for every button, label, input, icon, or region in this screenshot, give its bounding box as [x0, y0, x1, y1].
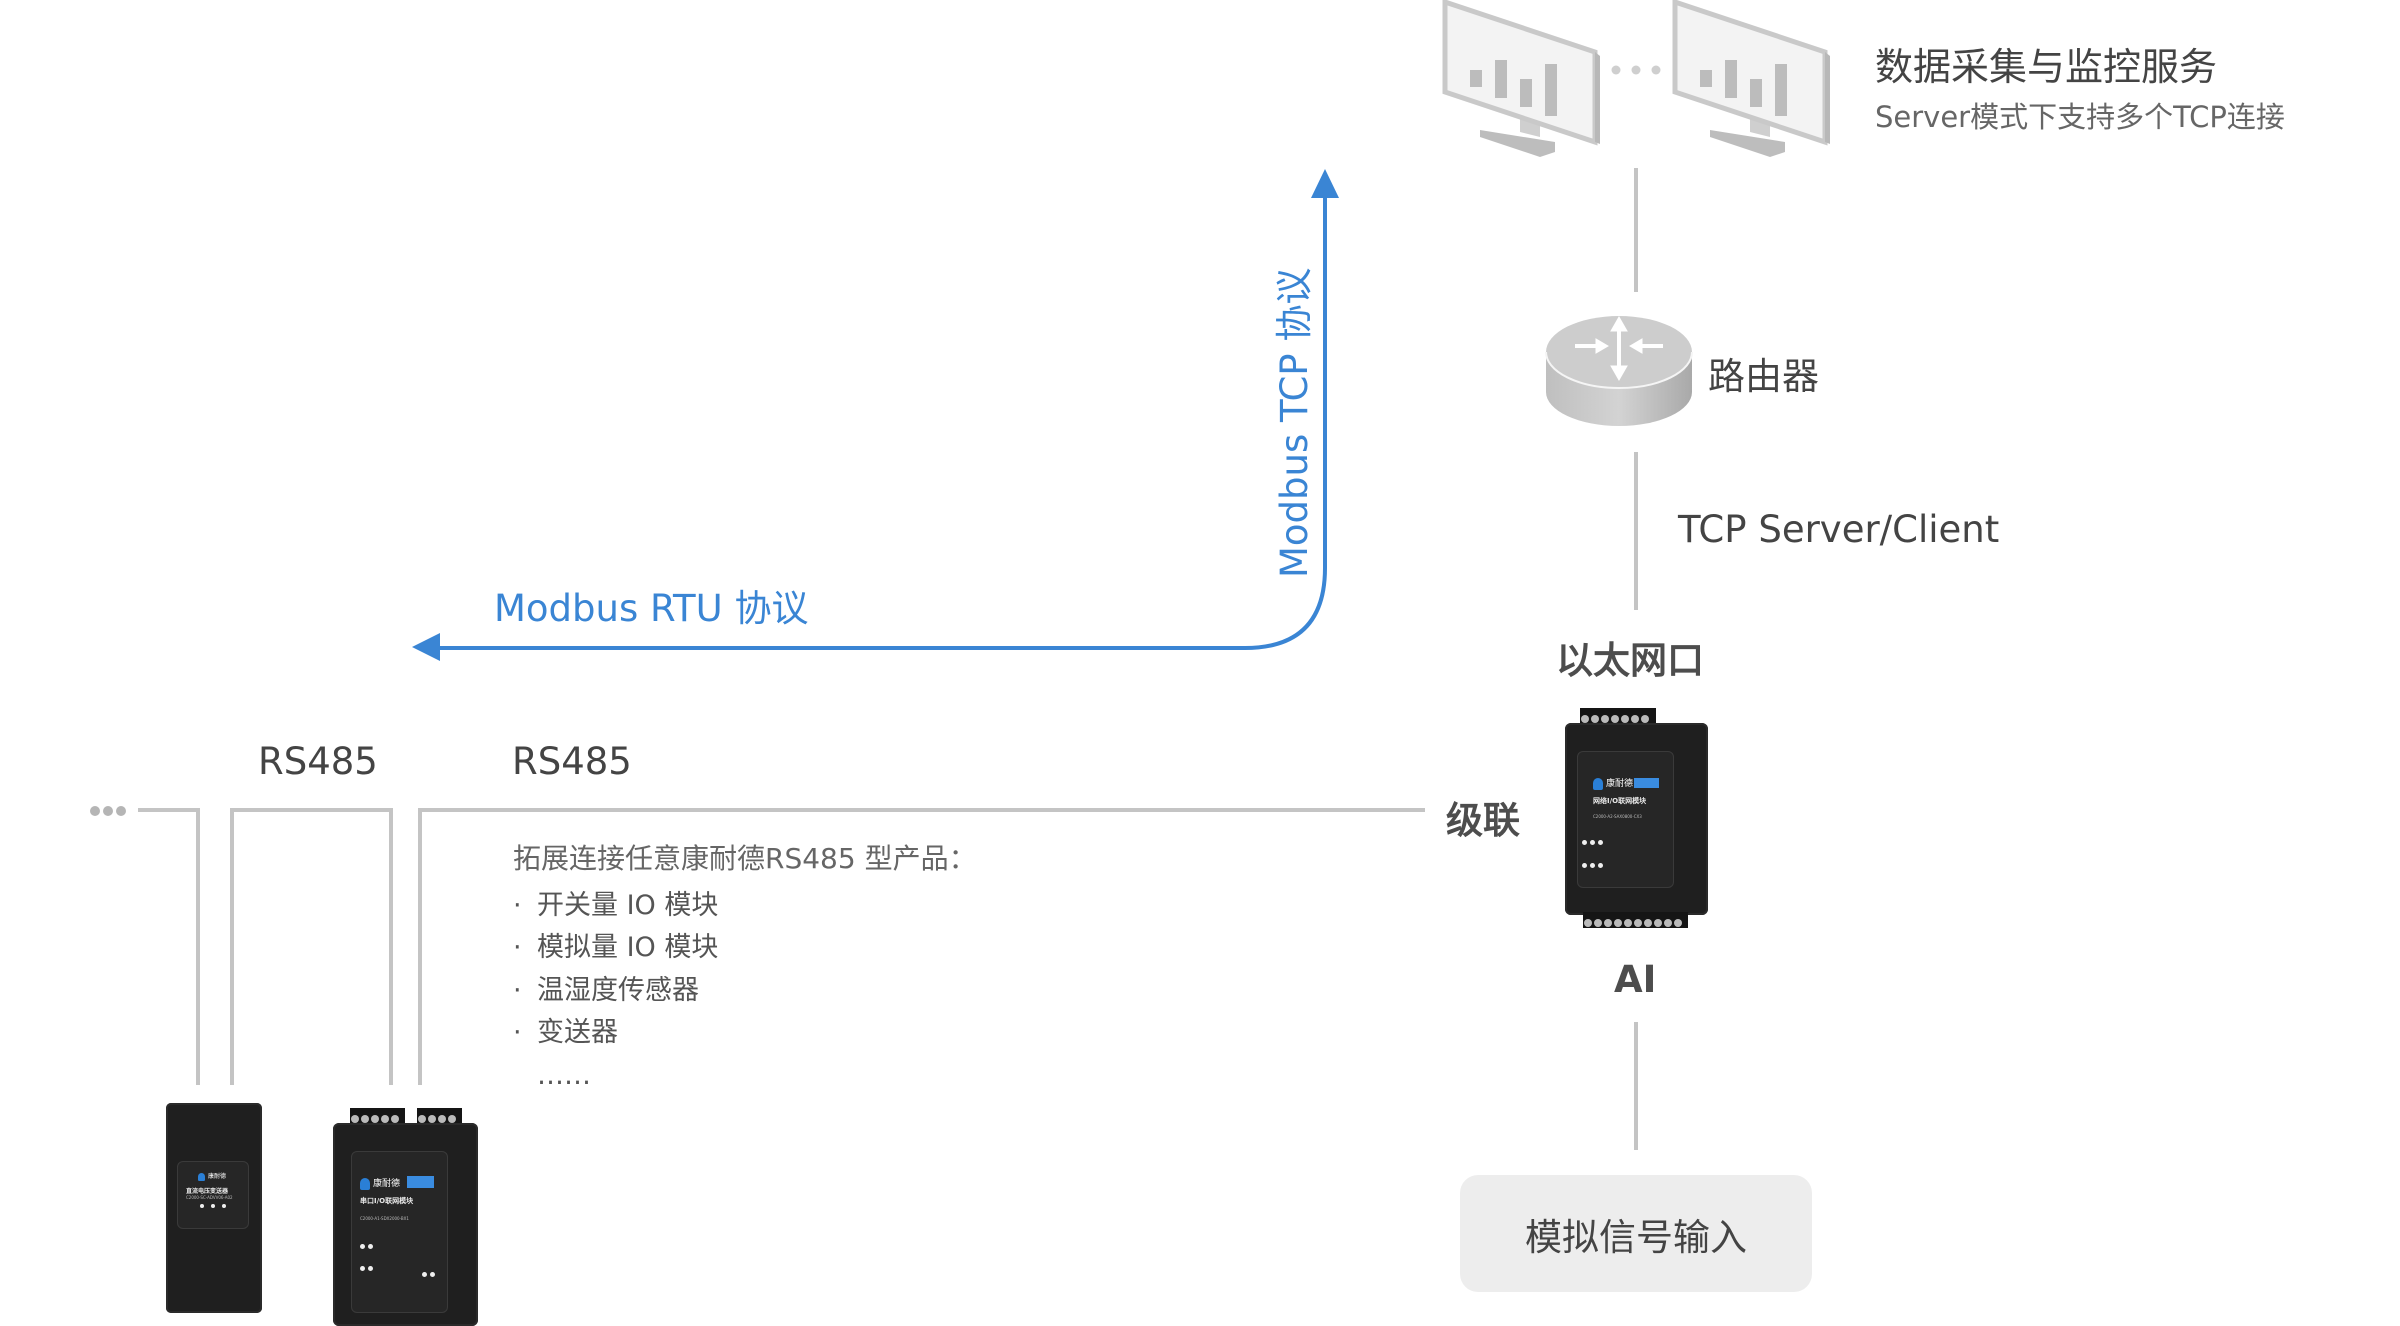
router-label: 路由器 — [1708, 355, 1819, 398]
monitor-chart-icon — [1442, 0, 1600, 157]
analog-input-box: 模拟信号输入 — [1460, 1175, 1812, 1292]
led-indicator — [430, 1272, 435, 1277]
device-panel: 康耐德 串口I/O联网模块 C2000-A1-SDX2000-BX1 — [351, 1151, 448, 1313]
device-model: C2000-A1-SDX2000-BX1 — [360, 1216, 409, 1221]
device-name: 网络I/O联网模块 — [1593, 797, 1647, 805]
more-dots-icon — [1611, 65, 1661, 75]
modbus-tcp-label: Modbus TCP 协议 — [1273, 267, 1316, 578]
server-title: 数据采集与监控服务 — [1875, 45, 2218, 89]
led-indicator — [422, 1272, 427, 1277]
led-indicator — [1590, 863, 1595, 868]
terminal-block — [350, 1108, 405, 1126]
brand-name: 康耐德 — [373, 1179, 401, 1189]
brand-name: 康耐德 — [208, 1173, 227, 1180]
device-body: 康耐德 串口I/O联网模块 C2000-A1-SDX2000-BX1 — [333, 1123, 478, 1326]
router-icon — [1545, 315, 1693, 426]
rs485-label-1: RS485 — [258, 740, 378, 783]
label-stripe — [1634, 778, 1659, 788]
protocol-arrow-path — [432, 196, 1327, 650]
arrow-left-icon — [412, 633, 440, 661]
led-indicator — [1598, 840, 1603, 845]
led-indicator — [1598, 863, 1603, 868]
device-name: 直流电压变送器 — [186, 1188, 229, 1195]
led-indicator — [1582, 840, 1587, 845]
extension-more: …… — [537, 1059, 591, 1091]
device-body: 康耐德 网络I/O联网模块 C2000-A2-SAX0800-CX3 — [1565, 723, 1708, 915]
more-dots-icon — [90, 806, 126, 816]
terminal-block — [1583, 912, 1688, 928]
device-model: C2000-SC-ADVV06-A02 — [186, 1195, 233, 1200]
rs485-bus-line-2 — [230, 808, 393, 1085]
tcp-mode-label: TCP Server/Client — [1678, 508, 2000, 551]
led-indicator — [368, 1244, 373, 1249]
device-panel: 康耐德 网络I/O联网模块 C2000-A2-SAX0800-CX3 — [1577, 751, 1674, 888]
ethernet-port-label: 以太网口 — [1556, 639, 1704, 682]
label-stripe — [407, 1176, 434, 1188]
dc-voltage-transmitter: 康耐德 直流电压变送器 C2000-SC-ADVV06-A02 — [166, 1103, 262, 1313]
extension-item: 温湿度传感器 — [513, 970, 977, 1013]
modbus-rtu-label: Modbus RTU 协议 — [494, 587, 809, 630]
extension-item: 变送器 — [513, 1012, 977, 1055]
extension-heading: 拓展连接任意康耐德RS485 型产品： — [513, 842, 977, 875]
led-indicator — [368, 1266, 373, 1271]
brand-logo: 康耐德 — [1593, 776, 1633, 790]
cascade-label: 级联 — [1446, 799, 1520, 842]
led-indicator — [360, 1244, 365, 1249]
extension-item: 开关量 IO 模块 — [513, 885, 977, 928]
extension-note: 拓展连接任意康耐德RS485 型产品： 开关量 IO 模块 模拟量 IO 模块 … — [513, 838, 977, 1097]
led-indicator — [1582, 863, 1587, 868]
device-panel: 康耐德 直流电压变送器 C2000-SC-ADVV06-A02 — [177, 1161, 249, 1229]
led-indicator — [222, 1204, 226, 1208]
logo-icon — [1593, 777, 1603, 790]
analog-input-label: 模拟信号输入 — [1525, 1215, 1747, 1259]
led-indicator — [1590, 840, 1595, 845]
device-model: C2000-A2-SAX0800-CX3 — [1593, 814, 1642, 819]
led-indicator — [200, 1204, 204, 1208]
brand-logo: 康耐德 — [360, 1176, 400, 1190]
arrow-up-icon — [1311, 169, 1339, 198]
device-name: 串口I/O联网模块 — [360, 1197, 414, 1205]
led-indicator — [360, 1266, 365, 1271]
brand-logo: 康耐德 — [198, 1171, 226, 1181]
ai-label: AI — [1614, 958, 1657, 1001]
terminal-block — [1580, 708, 1656, 726]
led-indicator — [211, 1204, 215, 1208]
terminal-block — [417, 1108, 462, 1126]
server-subtitle: Server模式下支持多个TCP连接 — [1875, 100, 2285, 134]
extension-item: 模拟量 IO 模块 — [513, 927, 977, 970]
rs485-label-2: RS485 — [512, 740, 632, 783]
brand-name: 康耐德 — [1606, 779, 1634, 789]
rs485-bus-line-1 — [138, 808, 200, 1085]
monitor-chart-icon — [1672, 0, 1830, 157]
logo-icon — [360, 1177, 370, 1190]
rs485-bus-line-3 — [418, 808, 1425, 1085]
logo-icon — [198, 1172, 205, 1181]
